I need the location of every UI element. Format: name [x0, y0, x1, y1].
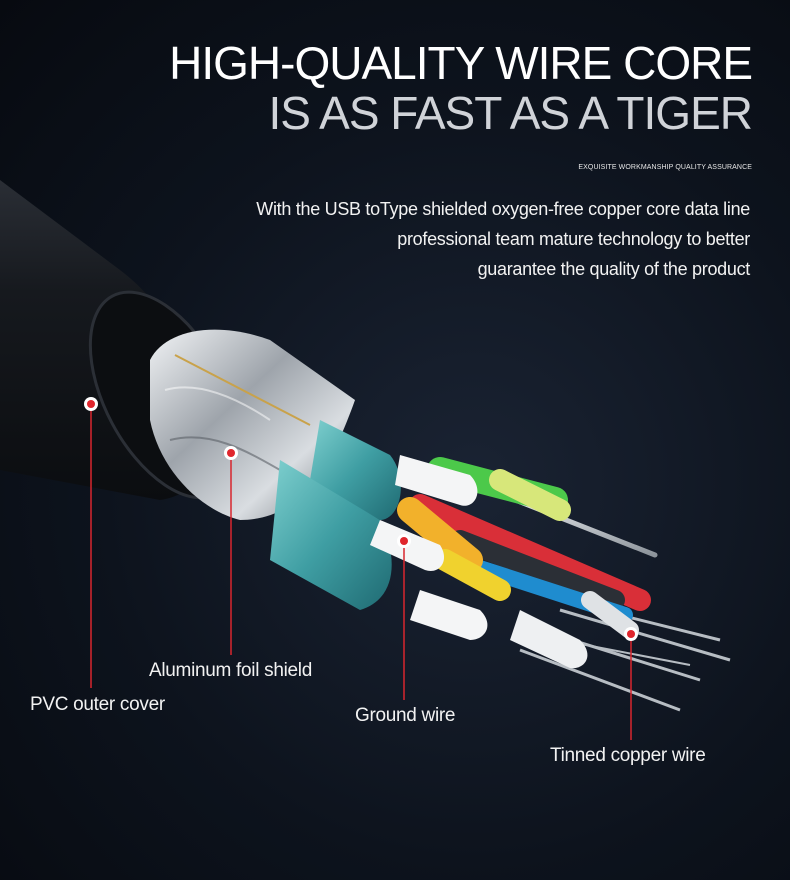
callout-foil — [224, 446, 238, 655]
label-aluminum-foil-shield: Aluminum foil shield — [149, 660, 312, 681]
headline-line-1: HIGH-QUALITY WIRE CORE — [169, 37, 753, 89]
callout-copper — [624, 627, 638, 740]
description-line-3: guarantee the quality of the product — [477, 259, 751, 279]
inner-wires — [270, 420, 731, 712]
label-tinned-copper-wire: Tinned copper wire — [550, 745, 706, 766]
label-pvc-outer-cover: PVC outer cover — [30, 694, 165, 715]
label-ground-wire: Ground wire — [355, 705, 456, 726]
description-line-2: professional team mature technology to b… — [397, 229, 750, 249]
callout-ground — [397, 534, 411, 700]
description-line-1: With the USB toType shielded oxygen-free… — [256, 199, 750, 219]
callout-pvc — [84, 397, 98, 688]
tagline: EXQUISITE WORKMANSHIP QUALITY ASSURANCE — [578, 164, 752, 171]
headline-line-2: IS AS FAST AS A TIGER — [268, 87, 753, 139]
product-description: With the USB toType shielded oxygen-free… — [256, 194, 750, 284]
foil-shield — [150, 329, 355, 520]
